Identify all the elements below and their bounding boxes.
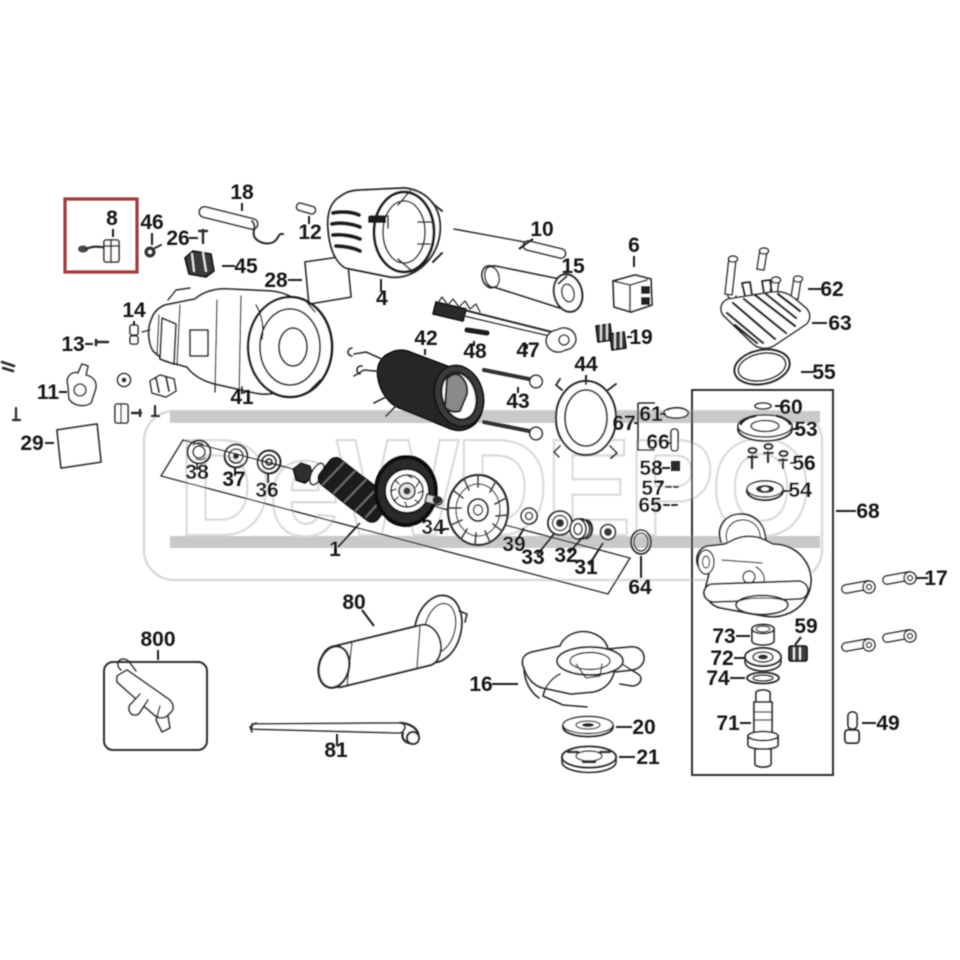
svg-text:36: 36 bbox=[255, 479, 278, 502]
svg-text:60: 60 bbox=[779, 396, 802, 419]
svg-text:53: 53 bbox=[794, 418, 817, 441]
svg-text:21: 21 bbox=[636, 746, 660, 769]
svg-text:64: 64 bbox=[628, 576, 652, 599]
svg-text:56: 56 bbox=[792, 452, 815, 475]
svg-text:34: 34 bbox=[421, 516, 445, 539]
svg-text:37: 37 bbox=[222, 468, 245, 491]
svg-text:73: 73 bbox=[712, 625, 735, 648]
svg-text:20: 20 bbox=[632, 716, 655, 739]
svg-text:11: 11 bbox=[37, 381, 60, 404]
svg-text:4: 4 bbox=[376, 287, 388, 310]
svg-text:29: 29 bbox=[20, 432, 43, 455]
svg-text:19: 19 bbox=[629, 326, 652, 349]
svg-text:58: 58 bbox=[639, 457, 663, 480]
svg-text:74: 74 bbox=[706, 667, 730, 690]
svg-text:32: 32 bbox=[554, 544, 577, 567]
svg-text:17: 17 bbox=[924, 567, 947, 590]
svg-text:71: 71 bbox=[716, 712, 740, 735]
svg-text:16: 16 bbox=[469, 673, 492, 696]
svg-text:26: 26 bbox=[166, 227, 189, 250]
svg-text:41: 41 bbox=[230, 386, 254, 409]
svg-text:38: 38 bbox=[185, 461, 209, 484]
svg-text:10: 10 bbox=[530, 218, 553, 241]
svg-text:12: 12 bbox=[298, 221, 321, 244]
svg-text:62: 62 bbox=[820, 278, 843, 301]
svg-text:31: 31 bbox=[574, 556, 598, 579]
svg-text:28: 28 bbox=[264, 269, 288, 292]
svg-text:33: 33 bbox=[521, 546, 544, 569]
svg-text:49: 49 bbox=[876, 712, 899, 735]
svg-text:39: 39 bbox=[502, 533, 525, 556]
svg-text:57: 57 bbox=[641, 477, 664, 500]
svg-text:65: 65 bbox=[638, 494, 662, 517]
svg-text:67: 67 bbox=[612, 412, 635, 435]
svg-text:15: 15 bbox=[561, 255, 585, 278]
svg-text:800: 800 bbox=[140, 628, 175, 651]
svg-text:6: 6 bbox=[628, 234, 640, 257]
svg-text:47: 47 bbox=[516, 339, 539, 362]
svg-text:48: 48 bbox=[463, 340, 487, 363]
svg-text:1: 1 bbox=[329, 538, 341, 561]
svg-text:8: 8 bbox=[106, 207, 118, 230]
svg-text:55: 55 bbox=[812, 361, 836, 384]
svg-text:72: 72 bbox=[710, 647, 733, 670]
svg-text:63: 63 bbox=[828, 312, 851, 335]
svg-text:46: 46 bbox=[140, 211, 163, 234]
svg-text:14: 14 bbox=[122, 299, 146, 322]
svg-text:42: 42 bbox=[414, 327, 437, 350]
svg-text:68: 68 bbox=[856, 500, 880, 523]
svg-text:66: 66 bbox=[646, 431, 669, 454]
svg-text:45: 45 bbox=[234, 255, 258, 278]
svg-text:61: 61 bbox=[639, 403, 663, 426]
svg-text:59: 59 bbox=[794, 615, 817, 638]
svg-text:44: 44 bbox=[574, 353, 598, 376]
svg-text:54: 54 bbox=[788, 479, 812, 502]
svg-text:18: 18 bbox=[230, 181, 254, 204]
svg-text:13: 13 bbox=[61, 333, 84, 356]
svg-text:80: 80 bbox=[342, 591, 365, 614]
svg-text:81: 81 bbox=[324, 739, 348, 762]
svg-text:43: 43 bbox=[506, 390, 529, 413]
